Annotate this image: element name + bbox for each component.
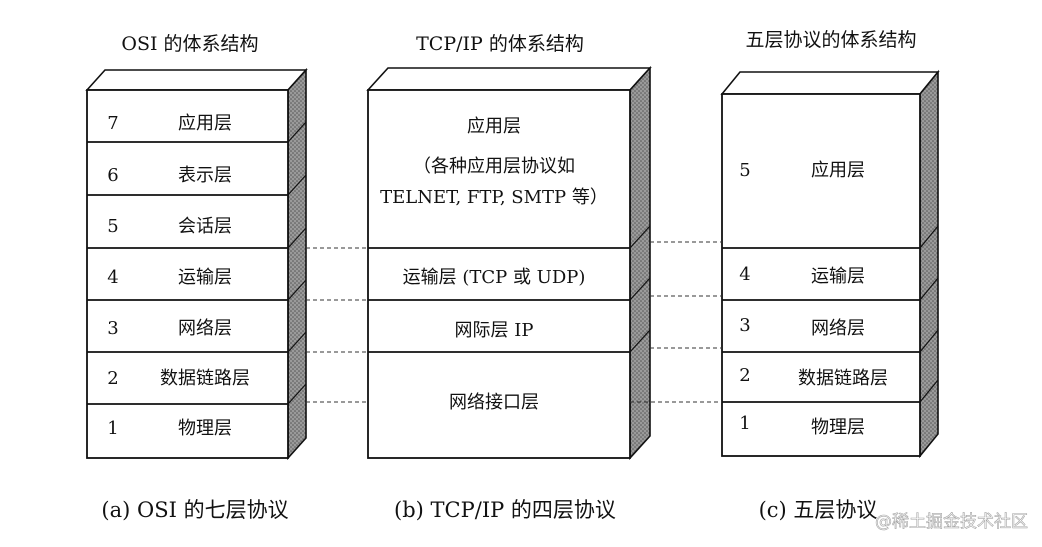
osi-stack: 7 应用层 6 表示层 5 会话层 4 运输层 3 网络层 2 数据链路层 1 … [85, 67, 308, 461]
five-top-face [720, 71, 940, 95]
osi-layer-1-num: 1 [107, 418, 118, 439]
five-layer-2-name: 数据链路层 [798, 368, 888, 389]
caption-b: (b) TCP/IP 的四层协议 [394, 498, 616, 522]
osi-layer-2-num: 2 [107, 368, 118, 389]
title-tcpip: TCP/IP 的体系结构 [416, 33, 584, 55]
tcpip-side-face [629, 65, 651, 461]
tcpip-stack: 应用层 （各种应用层协议如 TELNET, FTP, SMTP 等） 运输层 (… [366, 65, 652, 461]
five-layer-5-name: 应用层 [811, 160, 865, 181]
tcpip-application-desc-2: TELNET, FTP, SMTP 等） [380, 187, 608, 208]
five-layer-4-num: 4 [739, 264, 750, 285]
osi-layer-1-name: 物理层 [178, 418, 232, 439]
osi-layer-5-num: 5 [107, 216, 118, 237]
five-layer-5-num: 5 [739, 160, 750, 181]
tcpip-front-face [367, 89, 631, 459]
five-front-face [721, 93, 921, 457]
osi-side-face [287, 67, 307, 461]
osi-layer-4-num: 4 [107, 267, 118, 288]
osi-top-face [85, 69, 308, 91]
tcpip-application-desc-1: （各种应用层协议如 [413, 156, 575, 177]
osi-layer-2-name: 数据链路层 [160, 368, 250, 389]
five-layer-4-name: 运输层 [811, 266, 865, 287]
caption-a: (a) OSI 的七层协议 [101, 498, 288, 522]
five-layer-1-num: 1 [739, 413, 750, 434]
osi-layer-7-num: 7 [107, 113, 118, 134]
osi-front-face [86, 89, 289, 459]
osi-layer-3-num: 3 [107, 318, 118, 339]
osi-layer-3-name: 网络层 [178, 318, 232, 339]
five-layer-2-num: 2 [739, 365, 750, 386]
five-layer-3-name: 网络层 [811, 318, 865, 339]
tcpip-top-face [366, 67, 652, 91]
five-layer-3-num: 3 [739, 315, 750, 336]
osi-layer-6-num: 6 [107, 165, 118, 186]
five-layer-1-name: 物理层 [811, 417, 865, 438]
title-five-layer: 五层协议的体系结构 [745, 29, 916, 51]
tcpip-network-interface-layer: 网络接口层 [449, 392, 539, 413]
osi-layer-5-name: 会话层 [178, 216, 232, 237]
osi-layer-7-name: 应用层 [178, 113, 232, 134]
tcpip-internet-layer: 网际层 IP [455, 320, 534, 341]
tcpip-application-title: 应用层 [467, 116, 521, 137]
correspondence-lines [306, 241, 722, 403]
osi-layer-4-name: 运输层 [178, 267, 232, 288]
osi-layer-6-name: 表示层 [178, 165, 232, 186]
tcpip-transport-layer: 运输层 (TCP 或 UDP) [403, 267, 586, 288]
title-osi: OSI 的体系结构 [121, 33, 258, 55]
five-layer-stack: 5 应用层 4 运输层 3 网络层 2 数据链路层 1 物理层 [720, 69, 940, 459]
watermark: @稀土掘金技术社区 [875, 512, 1028, 532]
caption-c: (c) 五层协议 [759, 498, 878, 522]
